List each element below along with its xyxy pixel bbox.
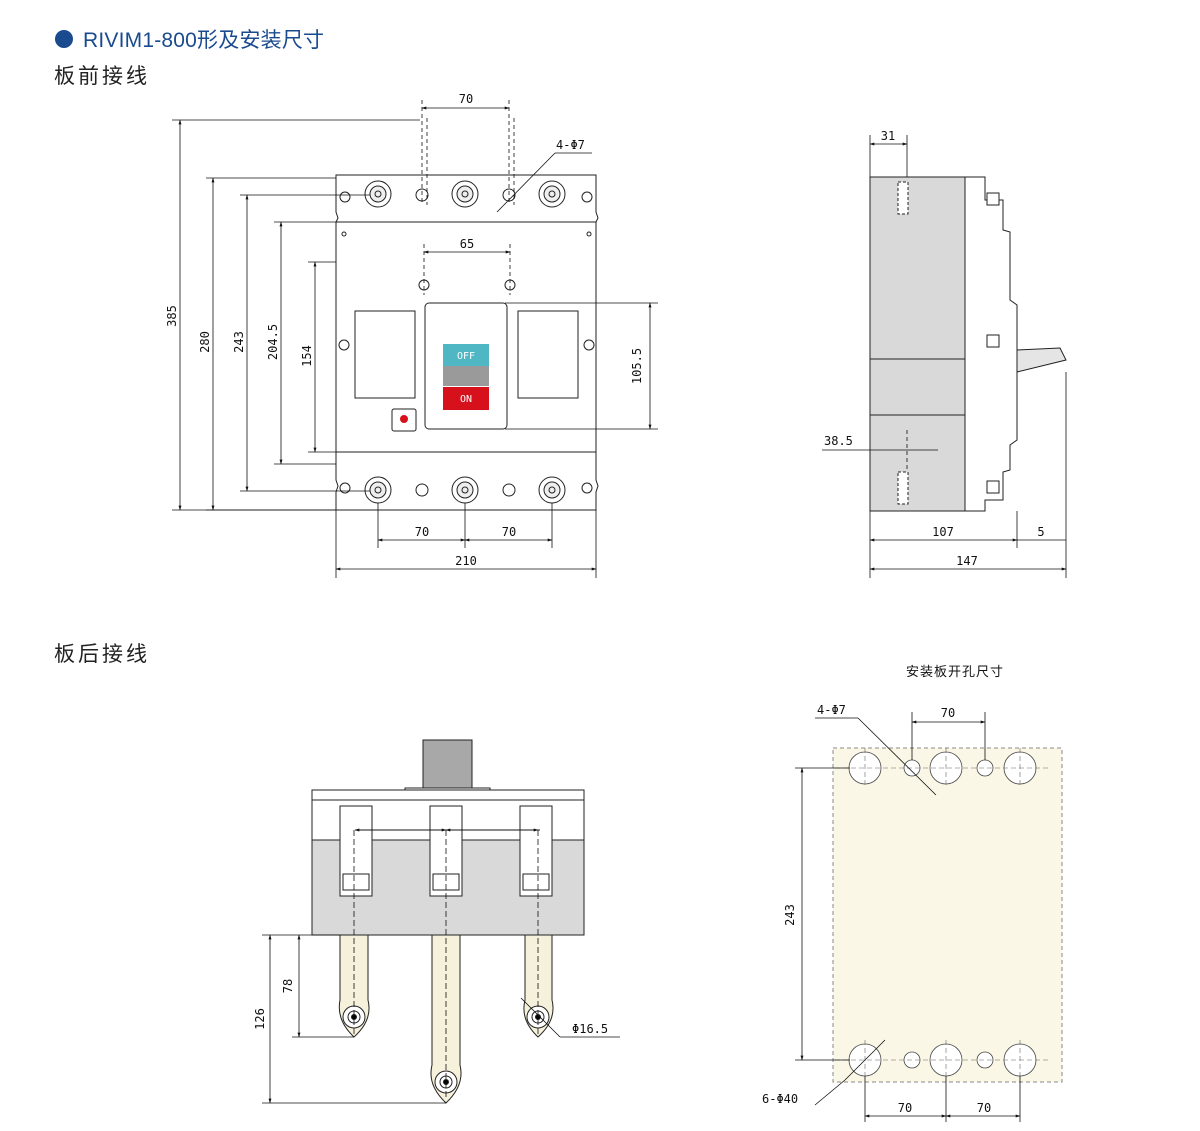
dim-cutout-bottom-70-right: 70	[977, 1101, 991, 1115]
dim-top-70: 70	[459, 92, 473, 106]
dim-210: 210	[455, 554, 477, 568]
front-dimension-texts: 70 4-Φ7 65 385 280 243 204.5 154 105.5 7…	[165, 92, 644, 568]
side-dimension-texts: 31 38.5 107 5 147	[824, 129, 1045, 568]
handle-middle	[443, 366, 489, 386]
dim-243: 243	[232, 331, 246, 353]
dim-154: 154	[300, 345, 314, 367]
dim-65: 65	[460, 237, 474, 251]
rear-dimension-lines	[262, 828, 620, 1104]
dim-38-5: 38.5	[824, 434, 853, 448]
dim-bottom-70-left: 70	[415, 525, 429, 539]
dim-105-5: 105.5	[630, 348, 644, 384]
dim-107: 107	[932, 525, 954, 539]
on-label: ON	[460, 394, 472, 405]
cutout-centerlines	[835, 748, 1050, 1080]
dim-78: 78	[281, 979, 295, 993]
label-4-holes-d7-cutout: 4-Φ7	[817, 703, 846, 717]
page-title: RIVIM1-800形及安装尺寸	[83, 29, 325, 52]
dim-126: 126	[253, 1008, 267, 1030]
dim-cutout-top-70: 70	[941, 706, 955, 720]
dim-31: 31	[881, 129, 895, 143]
rear-dimension-texts: 78 126 Φ16.5	[253, 979, 608, 1036]
dim-385: 385	[165, 305, 179, 327]
front-dimension-lines	[172, 100, 658, 578]
rear-view	[311, 739, 585, 1104]
side-dimension-lines	[822, 135, 1067, 578]
cutout-caption: 安装板开孔尺寸	[906, 665, 1004, 680]
off-label: OFF	[457, 351, 475, 362]
indicator-light-icon	[400, 415, 408, 423]
label-6-holes-d40: 6-Φ40	[762, 1092, 798, 1106]
front-view	[335, 174, 599, 511]
cutout-dimension-texts: 4-Φ7 70 243 6-Φ40 70 70	[762, 703, 991, 1115]
title-block: RIVIM1-800形及安装尺寸	[55, 24, 324, 54]
section-label-rear-wiring: 板后接线	[54, 642, 150, 666]
dim-204-5: 204.5	[266, 324, 280, 360]
mounting-panel	[832, 747, 1063, 1083]
dim-bottom-70-right: 70	[502, 525, 516, 539]
side-view	[869, 176, 1067, 512]
dim-5: 5	[1037, 525, 1044, 539]
dim-cutout-243: 243	[783, 904, 797, 926]
cutout-dimension-lines	[795, 712, 1021, 1122]
label-hole-d16-5: Φ16.5	[572, 1022, 608, 1036]
on-button	[443, 387, 489, 410]
dim-147: 147	[956, 554, 978, 568]
label-4-holes-d7: 4-Φ7	[556, 138, 585, 152]
dim-280: 280	[198, 331, 212, 353]
section-label-front-wiring: 板前接线	[54, 64, 150, 88]
bullet-dot-icon	[55, 30, 73, 48]
top-terminals	[339, 180, 593, 208]
bottom-terminals	[339, 476, 593, 504]
off-button	[443, 344, 489, 366]
dim-cutout-bottom-70-left: 70	[898, 1101, 912, 1115]
